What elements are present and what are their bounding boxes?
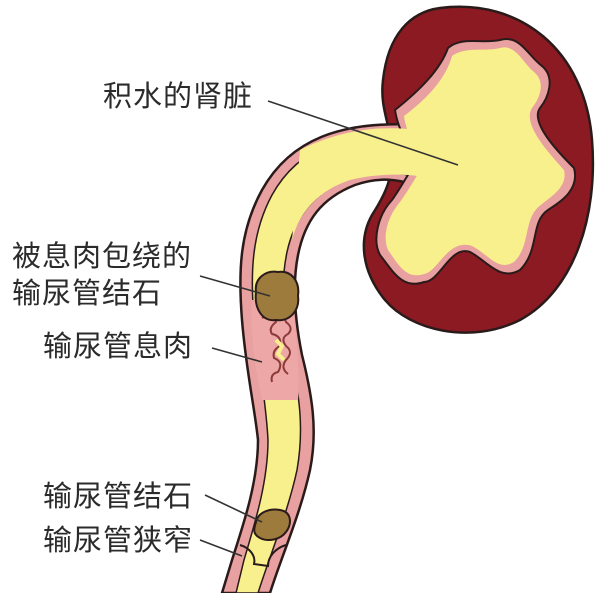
leader-line-stricture	[199, 539, 243, 557]
leader-line-polyp	[211, 347, 263, 363]
upper-ureteral-stone	[254, 270, 300, 322]
leader-line-stone	[204, 494, 263, 523]
ureter-polyps	[251, 300, 299, 400]
label-ureteral-stricture: 输尿管狭窄	[43, 523, 194, 557]
label-polyp-wrapped-stone-line1: 被息肉包绕的	[12, 239, 193, 273]
pelvis-ureter-junction	[292, 128, 430, 240]
ureteral-stricture	[239, 544, 287, 568]
label-hydronephrotic-kidney: 积水的肾脏	[103, 79, 254, 113]
leader-line-kidney	[267, 100, 459, 166]
lower-ureteral-stone	[253, 508, 291, 541]
label-ureteral-stone: 输尿管结石	[43, 479, 194, 513]
leader-line-polyp-stone	[199, 275, 271, 297]
label-polyp-wrapped-stone-line2: 输尿管结石	[12, 276, 163, 310]
label-ureteral-polyp: 输尿管息肉	[43, 329, 194, 363]
leader-lines	[199, 100, 459, 557]
renal-pelvis-lumen	[385, 47, 565, 276]
